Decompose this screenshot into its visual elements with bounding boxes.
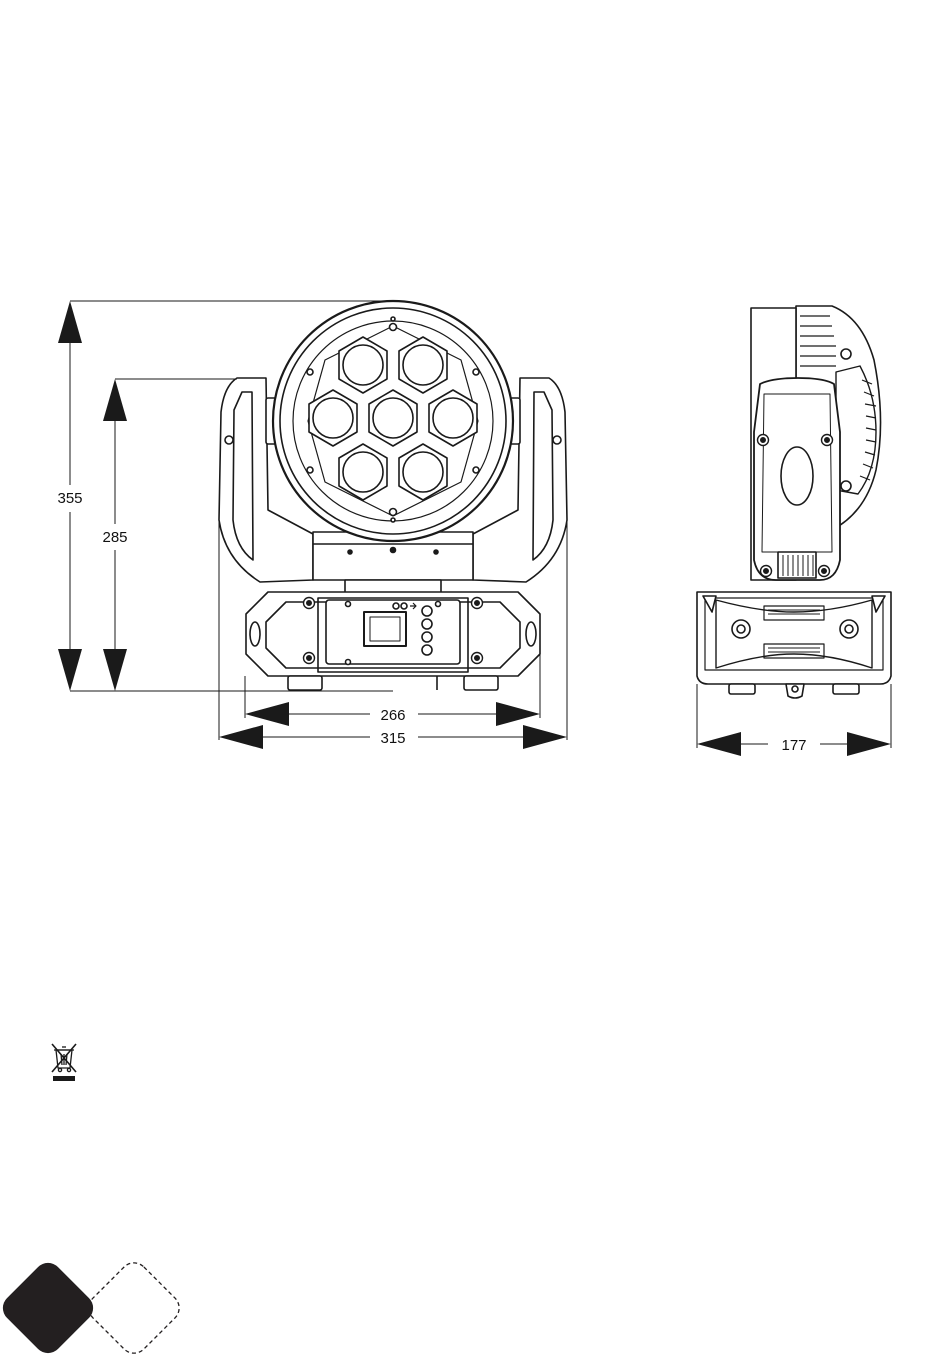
width-total-label: 315 <box>380 730 405 747</box>
side-logo-oval <box>781 447 813 505</box>
width-base-label: 266 <box>380 707 405 724</box>
height-head-label: 285 <box>102 529 127 546</box>
height-total-label: 355 <box>57 490 82 507</box>
front-view <box>219 301 567 690</box>
down-button <box>422 632 432 642</box>
moving-head <box>266 301 520 541</box>
enter-button <box>422 645 432 655</box>
depth-label: 177 <box>781 737 806 754</box>
crossed-out-wheelie-bin-icon <box>52 1044 76 1081</box>
diamond-logo-icon <box>0 1257 185 1359</box>
menu-button <box>422 606 432 616</box>
up-button <box>422 619 432 629</box>
side-view <box>697 306 891 698</box>
